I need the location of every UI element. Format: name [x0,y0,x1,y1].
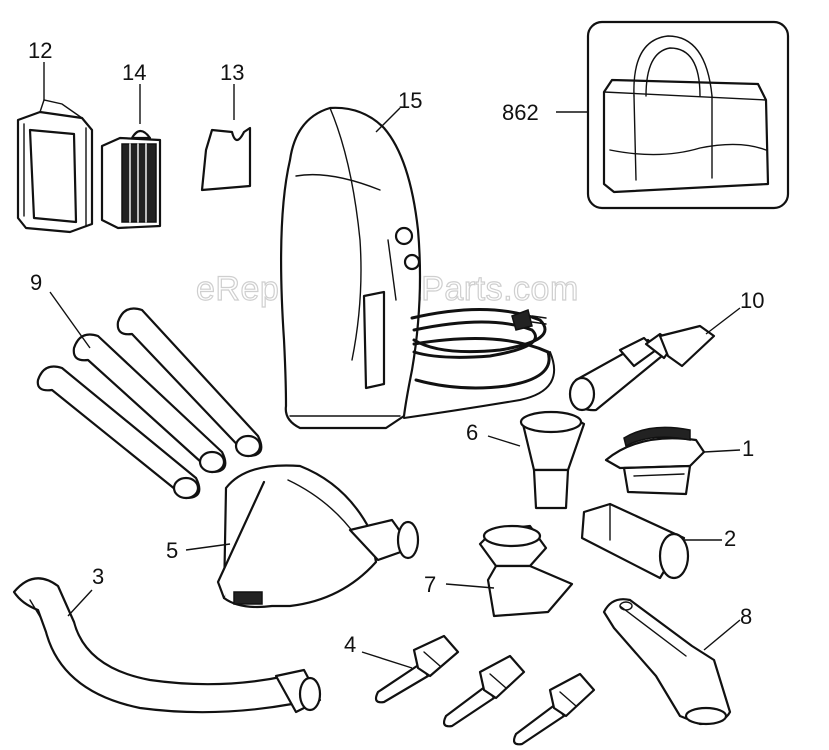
callout-14: 14 [122,60,146,85]
part-13-filter-insert [200,126,252,192]
callout-862: 862 [502,100,539,125]
callout-12: 12 [28,38,52,63]
callout-2: 2 [724,526,736,551]
part-6-dusting-adapter [519,410,586,510]
callout-6: 6 [466,420,478,445]
part-1-brush-attachment [604,426,706,496]
callout-4: 4 [344,632,356,657]
part-5-floor-tool [216,464,420,609]
part-12-filter-frame [16,99,94,234]
callout-8: 8 [740,604,752,629]
part-7-wide-nozzle [478,524,574,618]
callout-1: 1 [742,436,754,461]
callout-5: 5 [166,538,178,563]
part-2-upholstery-nozzle [580,502,690,580]
part-8-crevice-tool [602,598,732,726]
callout-9: 9 [30,270,42,295]
part-862-storage-bag [586,20,790,210]
callout-15: 15 [398,88,422,113]
part-14-pleated-filter [100,129,162,230]
part-15-vacuum-body [279,106,556,430]
part-3-flexible-hose [12,577,322,714]
part-9-extension-tubes [36,307,263,500]
part-10-crevice-adapter [568,324,716,412]
callout-3: 3 [92,564,104,589]
callout-10: 10 [740,288,764,313]
callout-13: 13 [220,60,244,85]
part-4-crevice-tips [374,634,596,746]
callout-7: 7 [424,572,436,597]
